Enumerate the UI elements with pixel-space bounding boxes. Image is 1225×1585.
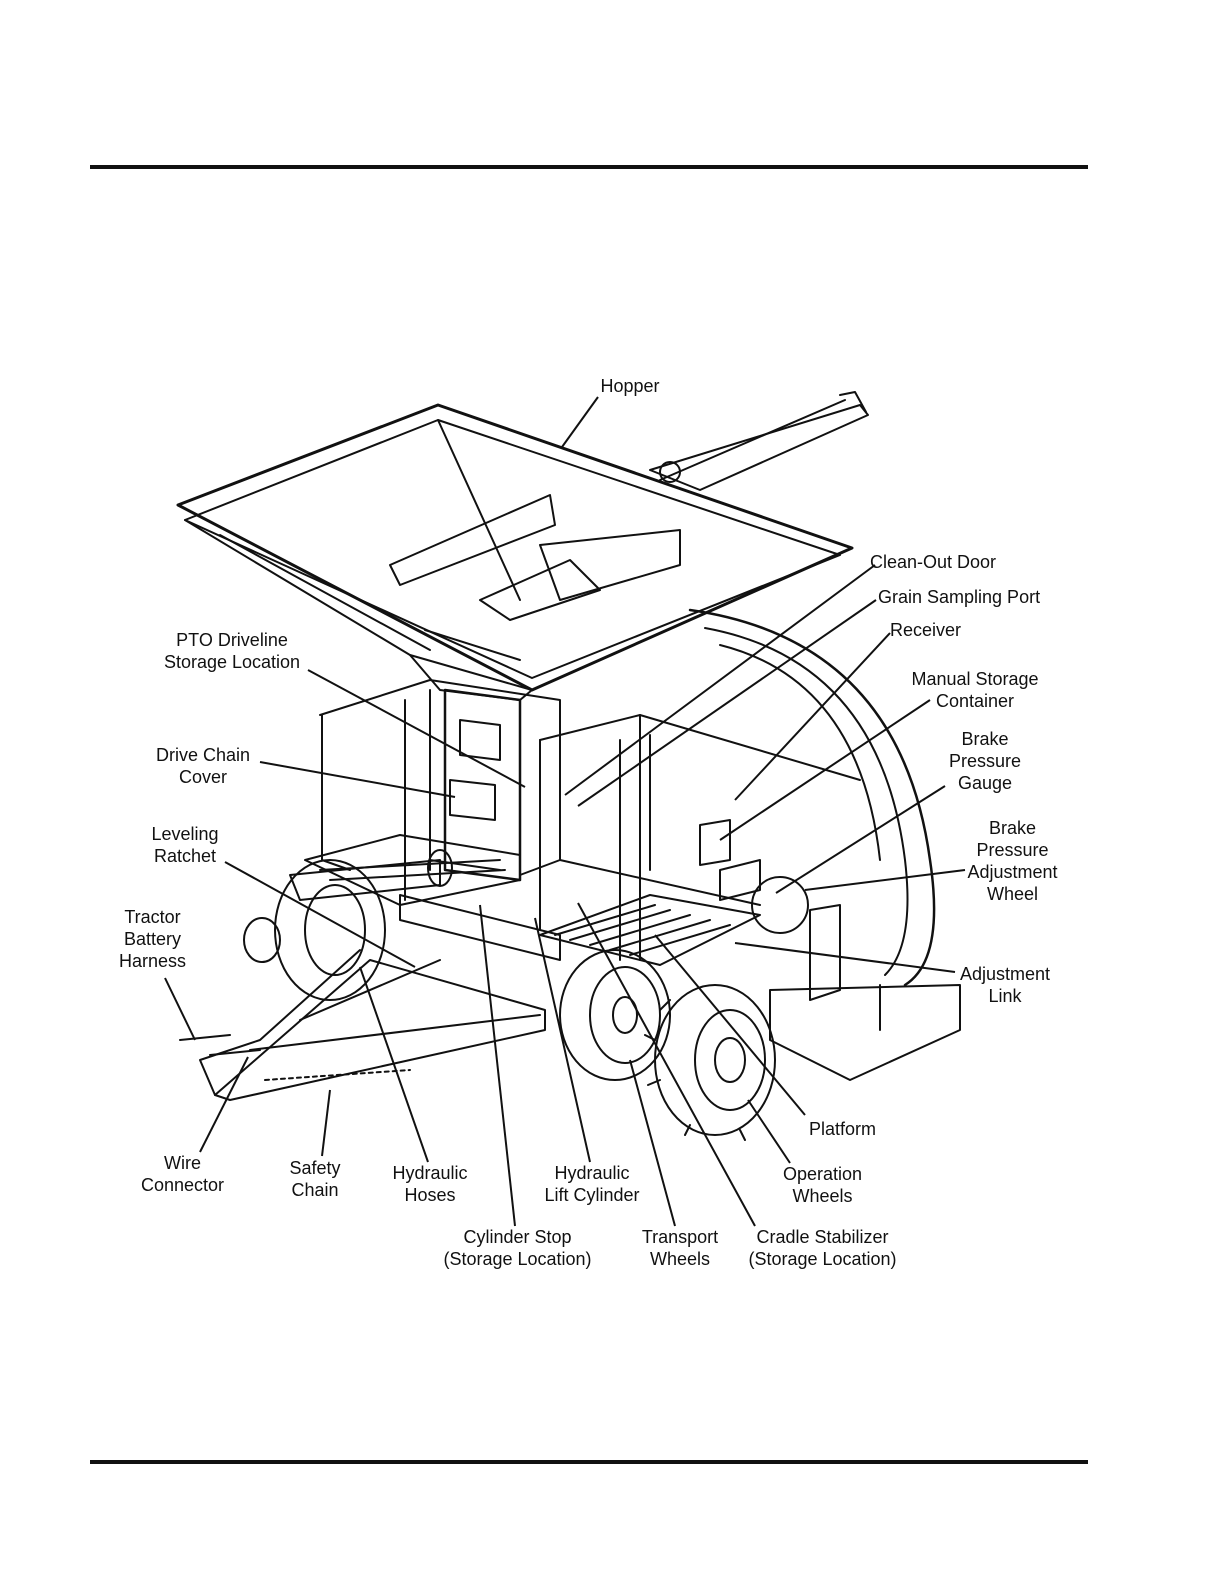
leader-lift-cylinder bbox=[534, 917, 591, 1163]
leader-hydraulic-hoses bbox=[359, 966, 429, 1163]
label-wire-connector: Wire Connector bbox=[140, 1153, 225, 1195]
rear-cradle bbox=[699, 819, 961, 1081]
bottom-rule bbox=[90, 1460, 1088, 1464]
label-adjustment-link: Adjustment Link bbox=[959, 964, 1051, 1006]
label-drive-chain-cover: Drive Chain Cover bbox=[155, 745, 251, 787]
top-rule bbox=[90, 165, 1088, 169]
label-cylinder-stop: Cylinder Stop (Storage Location) bbox=[443, 1227, 592, 1269]
leader-grain-sampling-port bbox=[577, 599, 877, 807]
label-brake-pressure-adjustment-wheel: Brake Pressure Adjustment Wheel bbox=[967, 818, 1058, 904]
label-safety-chain: Safety Chain bbox=[289, 1158, 341, 1200]
label-operation-wheels: Operation Wheels bbox=[782, 1164, 863, 1206]
tongue-handle bbox=[649, 391, 869, 491]
leader-safety-chain bbox=[321, 1089, 331, 1157]
hopper bbox=[176, 403, 854, 701]
leader-leveling bbox=[224, 861, 416, 968]
label-leveling-ratchet: Leveling Ratchet bbox=[151, 824, 219, 866]
leader-cylinder-stop bbox=[479, 904, 516, 1227]
rear-shroud bbox=[688, 608, 936, 987]
label-manual-storage-container: Manual Storage Container bbox=[911, 669, 1039, 711]
label-brake-pressure-gauge: Brake Pressure Gauge bbox=[948, 729, 1022, 793]
leader-brake-wheel bbox=[804, 869, 966, 891]
main-frame bbox=[319, 679, 861, 961]
label-hydraulic-lift-cylinder: Hydraulic Lift Cylinder bbox=[544, 1163, 640, 1205]
leader-platform bbox=[654, 934, 806, 1116]
label-clean-out-door: Clean-Out Door bbox=[870, 552, 997, 572]
leader-pto bbox=[307, 669, 526, 788]
right-operation-wheel bbox=[644, 984, 776, 1141]
label-receiver: Receiver bbox=[890, 620, 962, 640]
leader-brake-gauge bbox=[775, 785, 946, 894]
label-grain-sampling-port: Grain Sampling Port bbox=[878, 587, 1041, 607]
leader-clean-out-door bbox=[564, 564, 876, 796]
leader-manual-storage bbox=[719, 699, 931, 841]
leader-receiver bbox=[734, 632, 891, 801]
leader-transport-wheels bbox=[629, 1059, 676, 1227]
label-pto-driveline: PTO Driveline Storage Location bbox=[163, 630, 301, 672]
label-transport-wheels: Transport Wheels bbox=[641, 1227, 719, 1269]
leader-adjustment-link bbox=[734, 942, 956, 973]
label-hopper: Hopper bbox=[600, 376, 660, 396]
label-cradle-stabilizer: Cradle Stabilizer (Storage Location) bbox=[748, 1227, 897, 1269]
leader-drive-chain bbox=[259, 761, 456, 798]
axle-beam bbox=[289, 849, 561, 961]
label-hydraulic-hoses: Hydraulic Hoses bbox=[392, 1163, 468, 1205]
leader-hopper bbox=[561, 396, 599, 448]
leader-wire-connector bbox=[199, 1056, 249, 1153]
leader-cradle-stabilizer bbox=[577, 902, 756, 1227]
transport-wheel bbox=[559, 949, 671, 1081]
leader-battery-harness bbox=[164, 977, 196, 1041]
label-tractor-battery-harness: Tractor Battery Harness bbox=[118, 907, 187, 971]
left-operation-wheel bbox=[243, 859, 386, 1001]
label-platform: Platform bbox=[808, 1119, 877, 1139]
leader-operation-wheels bbox=[747, 1099, 791, 1164]
